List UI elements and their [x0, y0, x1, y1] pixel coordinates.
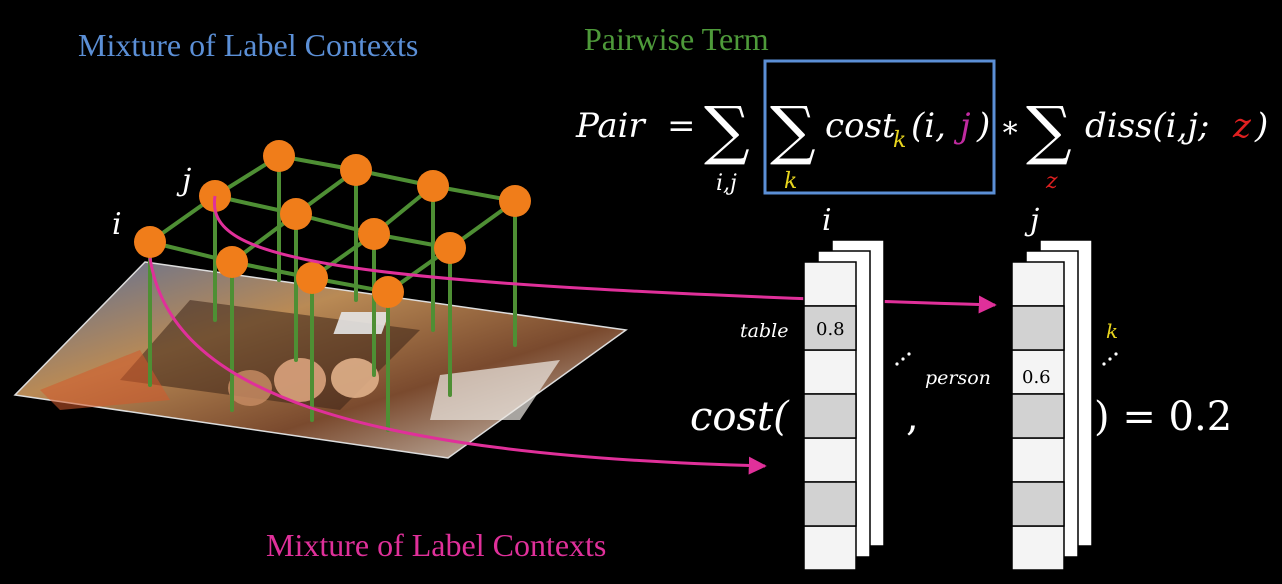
formula-args-close: ): [976, 106, 990, 146]
arrow-j-to-stack: [212, 195, 997, 314]
highlight-box: [763, 59, 996, 195]
formula-diss: diss(i,j;: [1085, 106, 1209, 146]
sum1-subscript: i,j: [716, 171, 737, 196]
formula-cost: cost: [825, 106, 896, 146]
sum3-subscript: z: [1045, 169, 1058, 194]
cost-result: ) = 0.2: [1094, 394, 1232, 440]
stack-i: [803, 239, 885, 571]
pairwise-formula: Pair = ∑ i,j ∑ k cost k (i, j ) ∗ ∑ z di…: [575, 59, 1268, 196]
cost-open: cost(: [690, 394, 790, 440]
title-top-left: Mixture of Label Contexts: [78, 27, 418, 63]
graph-label-i: i: [112, 207, 122, 242]
sum-symbol-3: ∑: [1026, 94, 1072, 168]
stack-j: [1011, 239, 1093, 571]
stack-label-i: i: [822, 203, 832, 238]
formula-equals: =: [667, 106, 696, 146]
stack-label-k: k: [1106, 319, 1118, 343]
stack-label-j: j: [1024, 203, 1039, 238]
title-pairwise: Pairwise Term: [584, 21, 769, 57]
row-label-table: table: [740, 320, 788, 342]
graph-label-j: j: [176, 163, 191, 198]
sum-symbol-1: ∑: [704, 94, 750, 168]
formula-lhs: Pair: [575, 106, 646, 146]
formula-cost-subscript: k: [893, 128, 906, 153]
cost-comma: ,: [906, 394, 919, 440]
title-bottom: Mixture of Label Contexts: [266, 527, 606, 563]
formula-args-open: (i,: [911, 106, 946, 146]
value-right: 0.6: [1022, 367, 1051, 388]
formula-times: ∗: [1000, 110, 1020, 145]
row-label-person: person: [925, 367, 991, 389]
sum-symbol-2: ∑: [770, 94, 816, 168]
formula-j: j: [953, 106, 971, 146]
graph-nodes: [134, 140, 531, 308]
sum2-subscript: k: [784, 169, 797, 194]
arrow-i-to-stack: [148, 257, 767, 475]
value-left: 0.8: [816, 319, 845, 340]
formula-z: z: [1232, 106, 1252, 146]
stack-depth-dots: [895, 352, 1118, 366]
formula-close: ): [1254, 106, 1268, 146]
